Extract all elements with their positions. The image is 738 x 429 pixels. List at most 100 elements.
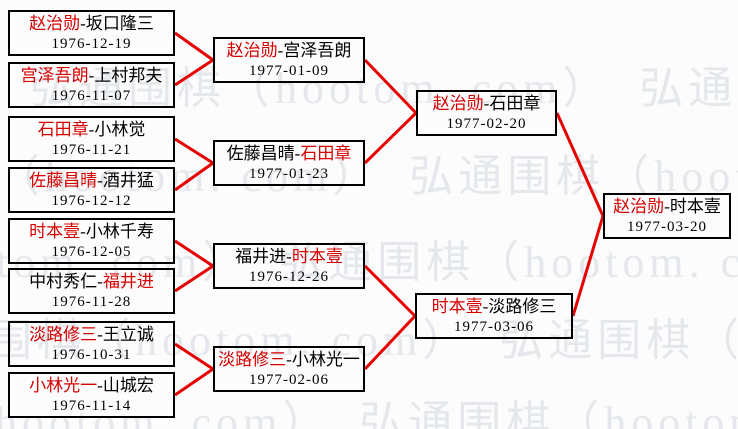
match-players: 福井进-时本壹	[215, 246, 363, 267]
separator: -	[294, 144, 301, 163]
player-name: 坂口隆三	[85, 14, 154, 33]
player-name: 赵治勋	[613, 197, 665, 216]
match-players: 时本壹-淡路修三	[417, 296, 571, 317]
separator: -	[286, 350, 292, 369]
player-name: 淡路修三	[218, 350, 287, 369]
match-date: 1976-12-26	[249, 269, 329, 285]
connector-line	[174, 342, 214, 371]
separator: -	[277, 41, 284, 60]
match-date: 1977-03-06	[454, 319, 534, 335]
player-name: 淡路修三	[488, 297, 557, 316]
connector-line	[174, 367, 214, 397]
match-players: 淡路修三-小林光一	[215, 349, 363, 370]
player-name: 赵治勋	[29, 14, 81, 33]
match-players: 赵治勋-石田章	[418, 93, 555, 114]
match-date: 1976-11-28	[51, 294, 132, 310]
match-box-r2-2: 佐藤昌晴-石田章 1977-01-23	[213, 140, 365, 186]
player-name: 石田章	[489, 94, 541, 113]
match-players: 时本壹-小林千寿	[10, 221, 173, 242]
separator: -	[97, 272, 103, 291]
player-name: 淡路修三	[29, 325, 98, 344]
player-name: 赵治勋	[432, 94, 484, 113]
separator: -	[97, 325, 103, 344]
player-name: 小林光一	[29, 376, 98, 395]
player-name: 宫泽吾朗	[283, 41, 352, 60]
player-name: 石田章	[37, 120, 89, 139]
match-players: 石田章-小林觉	[10, 119, 173, 140]
connector-line	[363, 58, 418, 115]
match-box-sf-1: 赵治勋-石田章 1977-02-20	[416, 90, 557, 136]
player-name: 小林光一	[291, 350, 360, 369]
match-date: 1976-11-21	[51, 142, 132, 158]
match-date: 1977-02-20	[446, 116, 527, 132]
match-players: 佐藤昌晴-酒井猛	[10, 170, 173, 191]
match-date: 1977-01-09	[249, 63, 329, 79]
connector-line	[571, 215, 605, 317]
connector-line	[174, 137, 214, 165]
separator: -	[80, 14, 86, 33]
separator: -	[97, 171, 103, 190]
match-box-r2-1: 赵治勋-宫泽吾朗 1977-01-09	[213, 37, 365, 83]
match-box-r2-3: 福井进-时本壹 1976-12-26	[213, 243, 365, 289]
separator: -	[286, 247, 292, 266]
player-name: 酒井猛	[102, 171, 154, 190]
match-players: 中村秀仁-福井进	[10, 271, 173, 292]
match-date: 1976-10-31	[51, 347, 132, 363]
player-name: 小林千寿	[85, 222, 154, 241]
match-box-r1-2: 宫泽吾朗-上村邦夫 1976-11-07	[8, 62, 175, 108]
match-date: 1976-12-19	[51, 36, 132, 52]
player-name: 时本壹	[29, 222, 81, 241]
match-box-r1-1: 赵治勋-坂口隆三 1976-12-19	[8, 10, 175, 56]
connector-line	[363, 264, 417, 318]
player-name: 石田章	[300, 144, 352, 163]
player-name: 福井进	[102, 272, 154, 291]
connector-line	[363, 314, 417, 371]
match-date: 1977-01-23	[249, 166, 329, 182]
player-name: 王立诚	[102, 325, 154, 344]
player-name: 中村秀仁	[29, 272, 98, 291]
player-name: 佐藤昌晴	[29, 171, 98, 190]
separator: -	[664, 197, 670, 216]
separator: -	[80, 222, 86, 241]
match-players: 佐藤昌晴-石田章	[215, 143, 363, 164]
separator: -	[482, 297, 489, 316]
connector-line	[174, 31, 214, 62]
player-name: 时本壹	[291, 247, 343, 266]
player-name: 宫泽吾朗	[20, 66, 89, 85]
match-players: 淡路修三-王立诚	[10, 324, 173, 345]
match-players: 小林光一-山城宏	[10, 375, 173, 396]
connector-line	[174, 264, 214, 293]
player-name: 小林觉	[94, 120, 146, 139]
match-players: 宫泽吾朗-上村邦夫	[10, 65, 173, 86]
match-box-r1-4: 佐藤昌晴-酒井猛 1976-12-12	[8, 167, 175, 213]
match-box-r1-6: 中村秀仁-福井进 1976-11-28	[8, 268, 175, 314]
match-players: 赵治勋-宫泽吾朗	[215, 40, 363, 61]
connector-line	[174, 239, 214, 268]
player-name: 时本壹	[669, 197, 721, 216]
player-name: 福井进	[235, 247, 287, 266]
match-box-r1-8: 小林光一-山城宏 1976-11-14	[8, 372, 175, 418]
match-box-r2-4: 淡路修三-小林光一 1977-02-06	[213, 346, 365, 392]
separator: -	[88, 66, 95, 85]
match-date: 1976-11-07	[51, 88, 132, 104]
player-name: 时本壹	[431, 297, 483, 316]
separator: -	[88, 120, 95, 139]
connector-line	[174, 161, 214, 192]
match-date: 1977-03-20	[627, 219, 707, 235]
match-box-final: 赵治勋-时本壹 1977-03-20	[603, 193, 731, 239]
match-date: 1976-11-14	[51, 398, 132, 414]
match-box-r1-7: 淡路修三-王立诚 1976-10-31	[8, 321, 175, 367]
connector-line	[555, 112, 605, 217]
separator: -	[483, 94, 490, 113]
player-name: 山城宏	[102, 376, 154, 395]
player-name: 赵治勋	[226, 41, 278, 60]
player-name: 上村邦夫	[94, 66, 163, 85]
match-players: 赵治勋-坂口隆三	[10, 13, 173, 34]
connector-line	[363, 111, 418, 165]
match-box-r1-3: 石田章-小林觉 1976-11-21	[8, 116, 175, 162]
match-date: 1976-12-12	[51, 193, 132, 209]
separator: -	[97, 376, 103, 395]
match-date: 1977-02-06	[249, 372, 329, 388]
